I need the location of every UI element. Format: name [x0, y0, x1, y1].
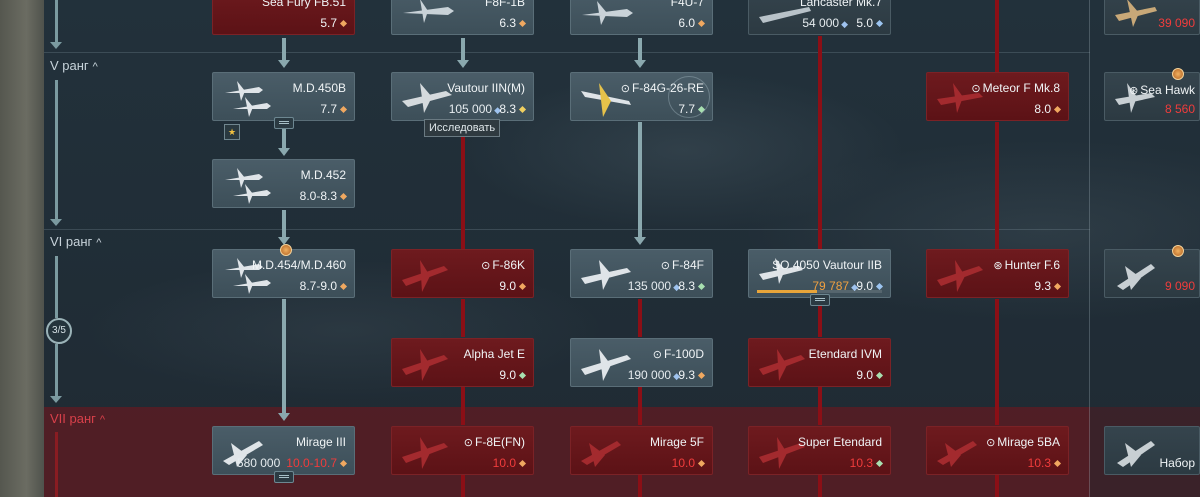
plane-icon [402, 260, 448, 292]
vehicle-card-f100d[interactable]: ⊙F-100D 190 000◆ 9.3 [570, 338, 713, 387]
plane-icon [582, 1, 633, 25]
vehicle-card-hunter[interactable]: ⊛Hunter F.6 9.3 [926, 249, 1069, 298]
plane-group-icon [225, 81, 271, 117]
plane-icon [1117, 264, 1155, 290]
vehicle-card-etendard-ivm[interactable]: Etendard IVM 9.0 [748, 338, 891, 387]
plane-icon [402, 349, 448, 381]
plane-icon [581, 349, 631, 381]
vehicle-card-meteor[interactable]: ⊙Meteor F Mk.8 8.0 [926, 72, 1069, 121]
vehicle-card-f8e[interactable]: ⊙F-8E(FN) 10.0 [391, 426, 534, 475]
plane-icon [403, 0, 454, 23]
vehicle-card-f84f[interactable]: ⊙F-84F 135 000◆ 8.3 [570, 249, 713, 298]
plane-group-icon [225, 168, 271, 204]
vehicle-card-mirage-5f[interactable]: Mirage 5F 10.0 [570, 426, 713, 475]
plane-icon [581, 83, 631, 117]
plane-icon [223, 441, 263, 467]
vehicle-card-vautour-iib[interactable]: SO.4050 Vautour IIB 79 787◆ 9.0 [748, 249, 891, 298]
vehicle-card-rank6-right[interactable]: 9 090 [1104, 249, 1200, 298]
research-progress-bar [757, 290, 817, 293]
group-expand-button[interactable] [274, 471, 294, 483]
vehicle-card-alpha-jet[interactable]: Alpha Jet E 9.0 [391, 338, 534, 387]
event-badge-icon[interactable]: ★ [224, 124, 240, 140]
plane-icon [937, 83, 983, 113]
research-tooltip: Исследовать [424, 119, 501, 137]
left-scroll-strip [0, 0, 44, 497]
rank-v-header[interactable]: V ранг^ [50, 58, 98, 73]
plane-icon [1117, 441, 1155, 467]
event-marker-icon [1172, 68, 1184, 80]
vehicle-card-mirage-5ba[interactable]: ⊙Mirage 5BA 10.3 [926, 426, 1069, 475]
vehicle-card-pack[interactable]: Набор [1104, 426, 1200, 475]
vehicle-card-vautour-iin[interactable]: Vautour IIN(M) 105 000◆ 8.3 [391, 72, 534, 121]
plane-icon [937, 260, 983, 292]
vehicle-card-top-right[interactable]: 39 090 [1104, 0, 1200, 35]
plane-icon [1115, 83, 1155, 113]
plane-icon [759, 349, 805, 381]
group-expand-button[interactable] [274, 117, 294, 129]
plane-icon [402, 83, 452, 113]
rank-progress-badge: 3/5 [46, 318, 72, 344]
plane-icon [937, 441, 977, 467]
rank-vi-header[interactable]: VI ранг^ [50, 234, 102, 249]
vehicle-card-md452[interactable]: M.D.452 8.0-8.3 [212, 159, 355, 208]
plane-icon [581, 441, 621, 467]
rank-vii-header[interactable]: VII ранг^ [50, 411, 106, 426]
plane-icon [1115, 0, 1157, 27]
plane-group-icon [759, 258, 803, 284]
plane-group-icon [225, 258, 271, 294]
vehicle-card-sea-hawk[interactable]: ⊛Sea Hawk 8 560 [1104, 72, 1200, 121]
plane-icon [581, 260, 631, 290]
event-marker-icon [280, 244, 292, 256]
column-separator [1089, 0, 1090, 497]
vehicle-card-md450b[interactable]: M.D.450B 7.7 [212, 72, 355, 121]
vehicle-card-f86k[interactable]: ⊙F-86K 9.0 [391, 249, 534, 298]
vehicle-card-f4u[interactable]: F4U-7 6.0 [570, 0, 713, 35]
group-expand-button[interactable] [810, 294, 830, 306]
vehicle-card-lancaster[interactable]: Lancaster Mk.7 54 000◆ 5.0 [748, 0, 891, 35]
plane-icon [759, 437, 805, 469]
vehicle-card-md454[interactable]: M.D.454/M.D.460 8.7-9.0 [212, 249, 355, 298]
plane-icon [759, 7, 811, 23]
vehicle-card-f8f[interactable]: F8F-1B 6.3 [391, 0, 534, 35]
vehicle-card-sea-fury[interactable]: Sea Fury FB.51 5.7 [212, 0, 355, 35]
event-marker-icon [1172, 245, 1184, 257]
plane-icon [402, 437, 448, 469]
vehicle-card-super-etendard[interactable]: Super Etendard 10.3 [748, 426, 891, 475]
